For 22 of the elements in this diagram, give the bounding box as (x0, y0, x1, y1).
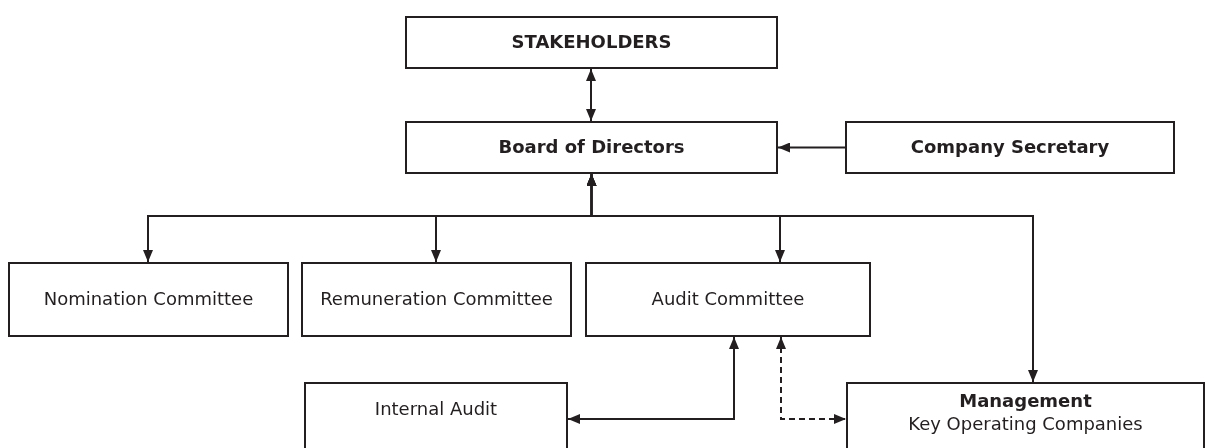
box-title: Management (959, 390, 1092, 413)
box-title: Nomination Committee (43, 288, 254, 311)
org-box (845, 121, 1175, 174)
box-title: Board of Directors (498, 136, 685, 159)
box-subtitle: Key Operating Companies (908, 412, 1143, 435)
org-box (8, 262, 289, 337)
org-box (846, 382, 1205, 448)
box-title: Company Secretary (910, 136, 1110, 159)
org-box (585, 262, 871, 337)
box-title: Internal Audit (374, 398, 498, 421)
org-box (304, 382, 568, 448)
box-title: Remuneration Committee (320, 288, 553, 311)
connector-arrow (776, 336, 847, 424)
box-title: STAKEHOLDERS (511, 31, 672, 54)
connector-arrow (567, 336, 739, 424)
org-box (301, 262, 572, 337)
org-box (405, 121, 778, 174)
connector-arrow (586, 68, 596, 122)
connector-arrow (777, 142, 846, 153)
box-title: Audit Committee (651, 288, 805, 311)
connector-arrow (586, 173, 1038, 383)
org-box (405, 16, 778, 69)
